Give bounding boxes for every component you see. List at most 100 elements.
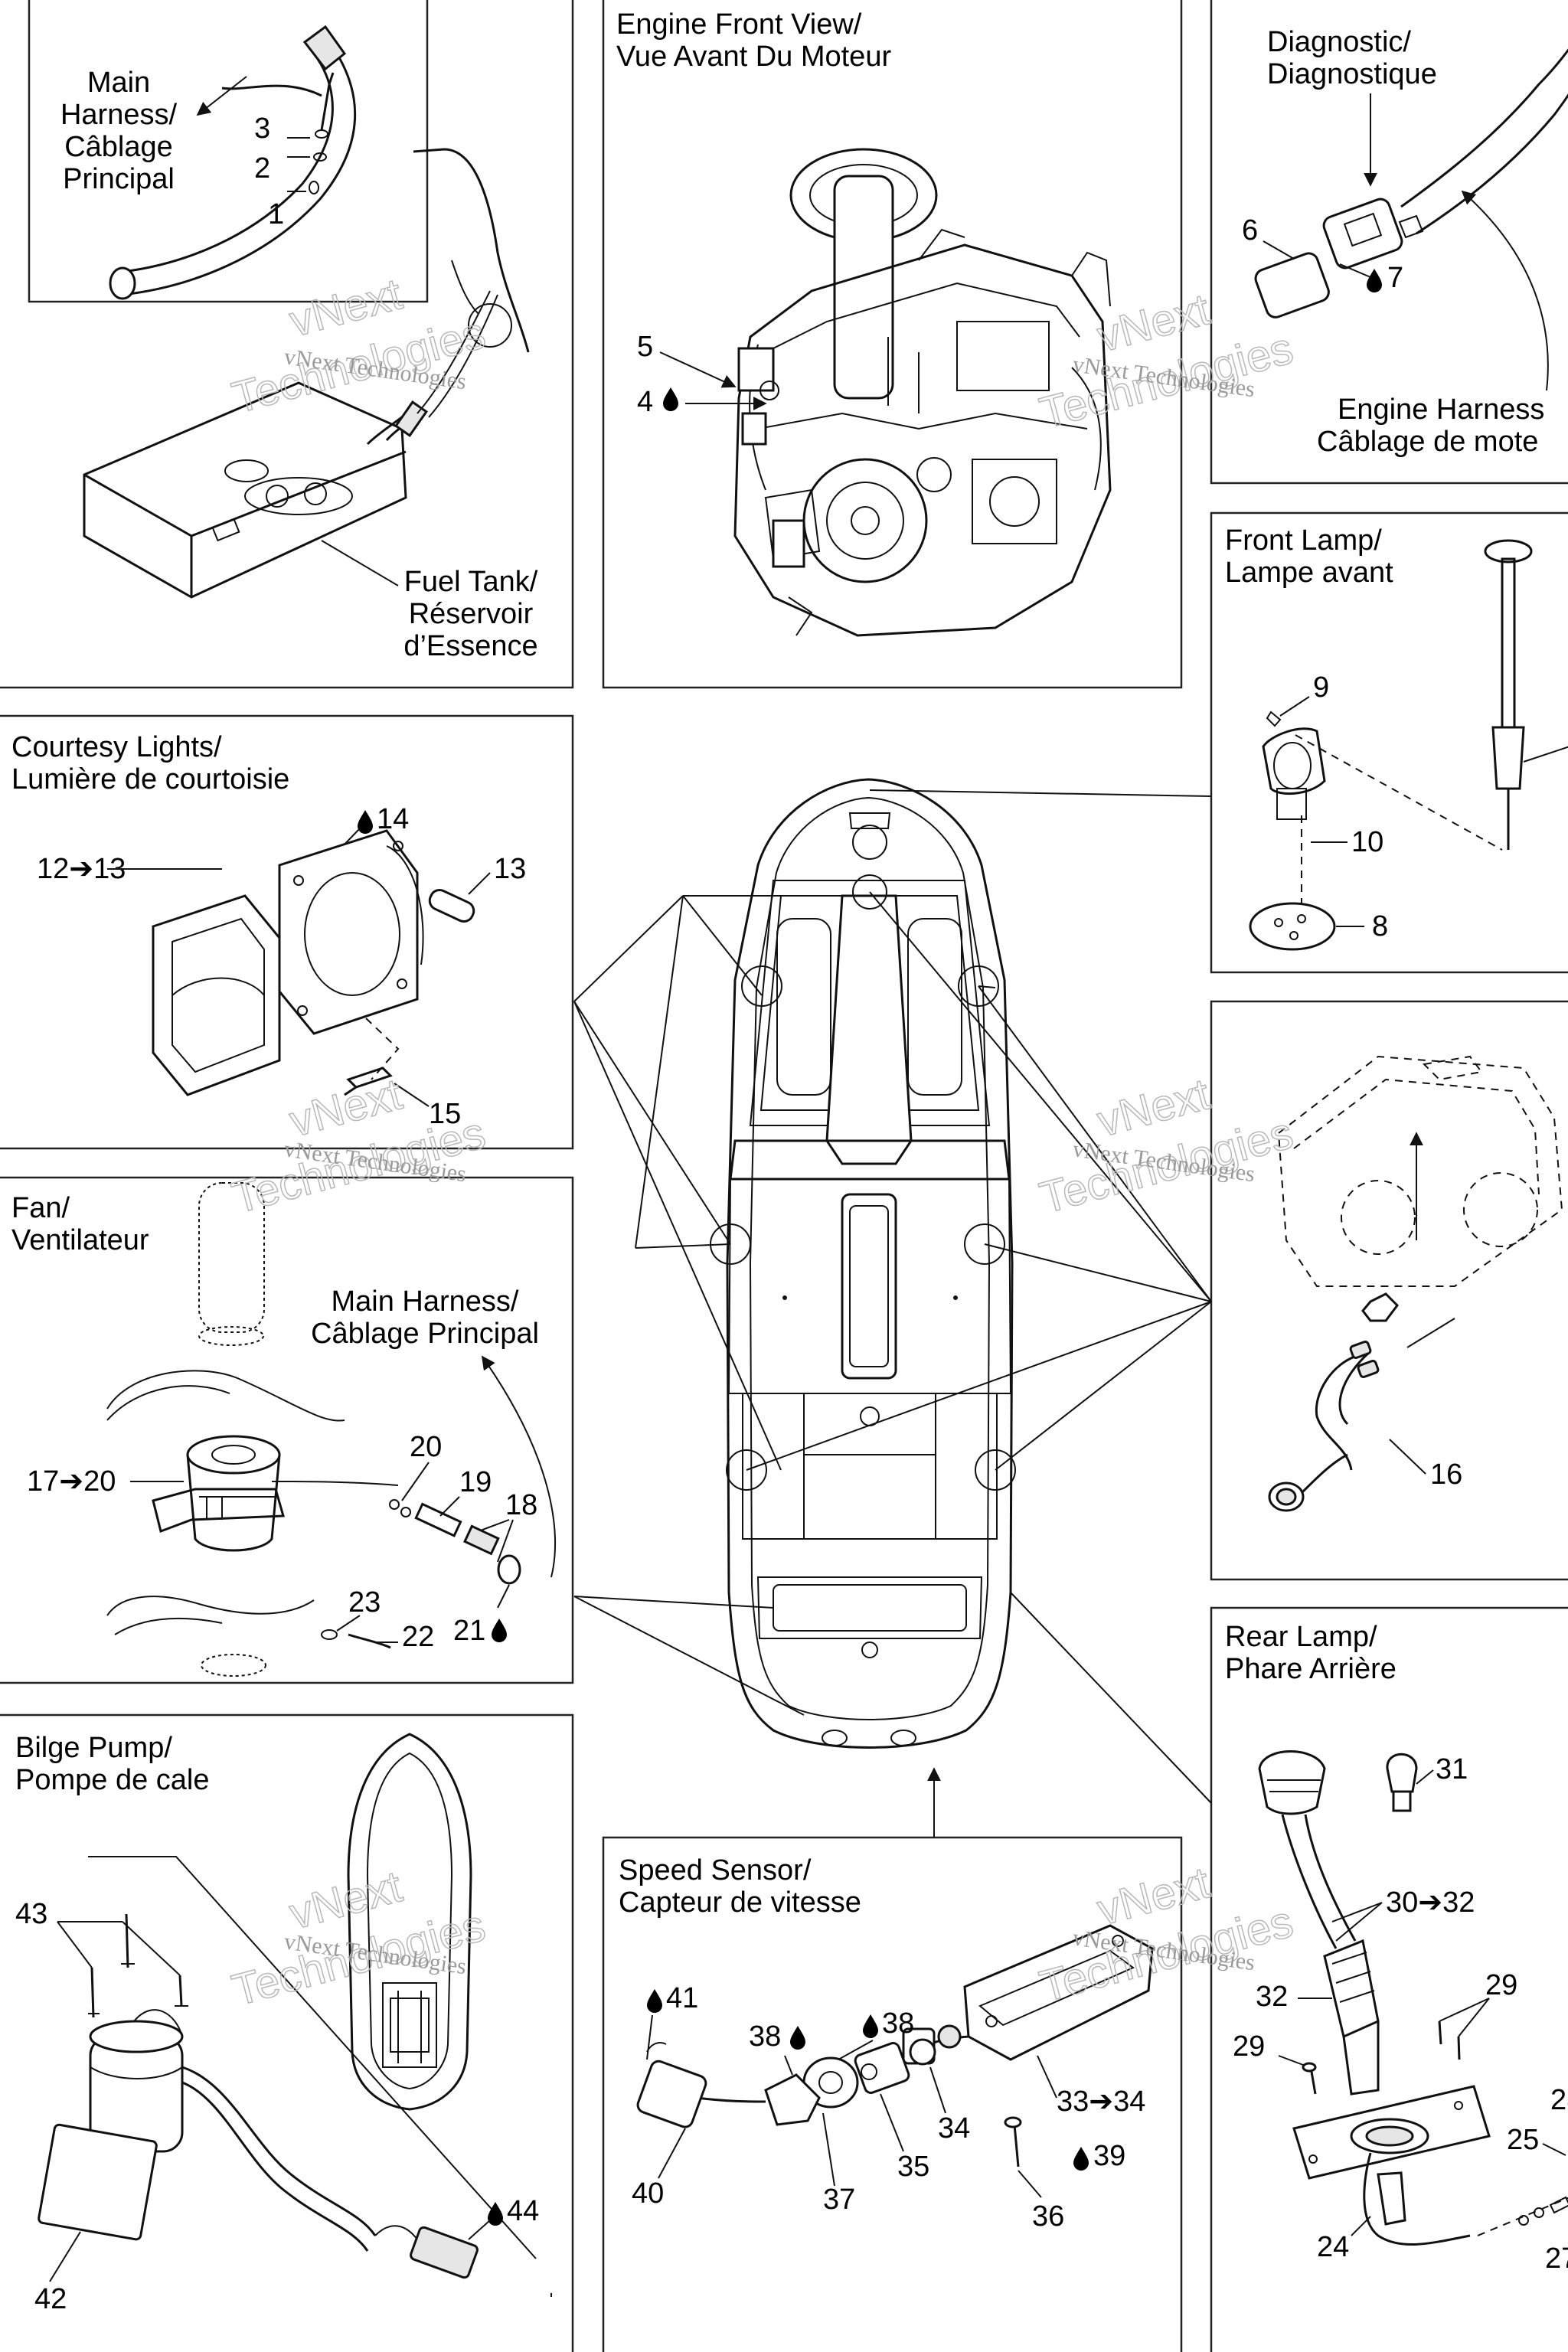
callout-21: 21 — [453, 1615, 485, 1647]
diagnostic-title-line-2: Diagnostique — [1267, 58, 1437, 90]
rear-lamp-title-line-2: Phare Arrière — [1225, 1653, 1396, 1685]
oil-drop-icon — [663, 387, 678, 411]
callout-43: 43 — [15, 1898, 47, 1930]
callout-19: 19 — [459, 1466, 492, 1498]
callout-17-20: 17➔20 — [27, 1465, 116, 1498]
engine-harness-line-2: Câblage de mote — [1317, 426, 1538, 458]
callout-9: 9 — [1313, 671, 1329, 704]
engine-harness-line-1: Engine Harness — [1338, 394, 1544, 426]
oil-drop-icon — [863, 2014, 878, 2038]
panel-engine-front-view — [602, 0, 1183, 689]
fuel-tank-panel-content: Main Harness/ Câblage Principal 3 2 1 — [28, 0, 538, 662]
fan-main-harness-line-2: Câblage Principal — [311, 1318, 539, 1350]
callout-38-right: 38 — [882, 2007, 914, 2040]
callout-22: 22 — [402, 1621, 434, 1653]
oil-drop-icon — [647, 1989, 662, 2013]
fan-panel-content: Fan/ Ventilateur Main Harness/ Câblage P… — [11, 1182, 557, 1677]
callout-5: 5 — [637, 331, 653, 363]
oil-drop-icon — [1073, 2147, 1089, 2171]
front-lamp-title-line-2: Lampe avant — [1225, 557, 1393, 589]
bilge-title-line-1: Bilge Pump/ — [15, 1732, 172, 1764]
callout-14: 14 — [377, 803, 409, 835]
callout-38-left: 38 — [749, 2020, 781, 2053]
oil-drop-icon — [790, 2026, 805, 2050]
callout-34: 34 — [938, 2112, 970, 2145]
panel-front-lamp — [1210, 511, 1568, 974]
fuel-tank-label-line-3: d’Essence — [403, 630, 537, 662]
callout-36: 36 — [1032, 2200, 1064, 2233]
fan-main-harness-line-1: Main Harness/ — [332, 1285, 519, 1318]
callout-24: 24 — [1317, 2231, 1349, 2263]
speed-title-line-2: Capteur de vitesse — [619, 1886, 861, 1919]
callout-7: 7 — [1387, 262, 1403, 294]
callout-30-32: 30➔32 — [1386, 1886, 1475, 1919]
callout-15: 15 — [429, 1098, 461, 1130]
callout-20: 20 — [410, 1431, 442, 1463]
callout-33-34: 33➔34 — [1057, 2086, 1145, 2118]
callout-42: 42 — [34, 2283, 67, 2315]
panel-switch — [1210, 1000, 1568, 1581]
fuel-main-harness-line-1: Main — [87, 67, 150, 99]
fuel-main-harness-line-2: Harness/ — [60, 99, 177, 131]
callout-27: 27 — [1545, 2243, 1568, 2275]
bilge-title-line-2: Pompe de cale — [15, 1764, 210, 1796]
callout-3: 3 — [254, 113, 270, 145]
front-lamp-panel-content: Front Lamp/ Lampe avant 9 10 8 — [1225, 524, 1568, 951]
callout-8: 8 — [1372, 910, 1388, 942]
callout-25: 25 — [1507, 2124, 1539, 2156]
callout-31: 31 — [1436, 1753, 1468, 1785]
callout-18: 18 — [505, 1489, 537, 1521]
oil-drop-icon — [488, 2202, 503, 2226]
callout-4: 4 — [637, 386, 653, 418]
callout-2: 2 — [254, 152, 270, 185]
speed-panel-content: Speed Sensor/ Capteur de vitesse 41 38 3… — [619, 1854, 1154, 2233]
switch-panel-content: 16 — [1268, 1055, 1563, 1512]
rear-lamp-title-line-1: Rear Lamp/ — [1225, 1621, 1377, 1653]
callout-41: 41 — [666, 1982, 698, 2014]
panel-fuel-tank — [0, 0, 574, 689]
courtesy-title-line-1: Courtesy Lights/ — [11, 731, 222, 763]
callout-16: 16 — [1430, 1459, 1462, 1491]
oil-drop-icon — [492, 1619, 507, 1642]
engine-panel-content: Engine Front View/ Vue Avant Du Moteur — [616, 8, 1112, 637]
courtesy-title-line-2: Lumière de courtoisie — [11, 763, 289, 795]
boat-leader-lines — [573, 789, 1212, 1838]
watermarks: vNext Technologies vNext Technologies vN… — [227, 269, 1298, 2017]
panel-rear-lamp — [1210, 1606, 1568, 2352]
fuel-tank-label-line-2: Réservoir — [409, 598, 534, 630]
courtesy-panel-content: Courtesy Lights/ Lumière de courtoisie 1… — [11, 731, 526, 1130]
fuel-main-harness-line-3: Câblage — [64, 131, 173, 163]
bilge-panel-content: Bilge Pump/ Pompe de cale 43 42 — [15, 1732, 552, 2315]
boat-hull-top-view — [710, 778, 1016, 1749]
callout-37: 37 — [823, 2184, 855, 2216]
callout-32: 32 — [1256, 1981, 1288, 2013]
callout-39: 39 — [1093, 2140, 1125, 2172]
callout-13: 13 — [494, 853, 526, 885]
callout-28: 28 — [1550, 2084, 1568, 2116]
diagnostic-title-line-1: Diagnostic/ — [1267, 26, 1411, 58]
callout-35: 35 — [897, 2151, 929, 2183]
callout-40: 40 — [632, 2177, 664, 2210]
callout-29-left: 29 — [1233, 2030, 1265, 2063]
fan-title-line-2: Ventilateur — [11, 1224, 149, 1256]
speed-title-line-1: Speed Sensor/ — [619, 1854, 812, 1886]
diagnostic-panel-content: Diagnostic/ Diagnostique 6 7 Engine Harn… — [1242, 26, 1568, 458]
panel-courtesy-lights — [0, 714, 574, 1150]
engine-title-line-1: Engine Front View/ — [616, 8, 862, 41]
rear-lamp-panel-content: Rear Lamp/ Phare Arrière 31 30➔32 32 29 … — [1225, 1621, 1568, 2275]
fuel-tank-label-line-1: Fuel Tank/ — [404, 566, 538, 598]
panel-fan — [0, 1176, 574, 1684]
engine-drawing — [733, 148, 1112, 637]
oil-drop-icon — [1367, 269, 1382, 292]
callout-10: 10 — [1351, 826, 1383, 858]
panel-diagnostic — [1210, 0, 1568, 485]
oil-drop-icon — [358, 810, 373, 834]
fan-title-line-1: Fan/ — [11, 1192, 70, 1224]
callout-6: 6 — [1242, 214, 1258, 247]
front-lamp-title-line-1: Front Lamp/ — [1225, 524, 1382, 557]
fuel-main-harness-line-4: Principal — [63, 163, 175, 195]
engine-title-line-2: Vue Avant Du Moteur — [616, 41, 891, 73]
panel-bilge-pump — [0, 1713, 574, 2352]
callout-29-right: 29 — [1485, 1969, 1517, 2001]
